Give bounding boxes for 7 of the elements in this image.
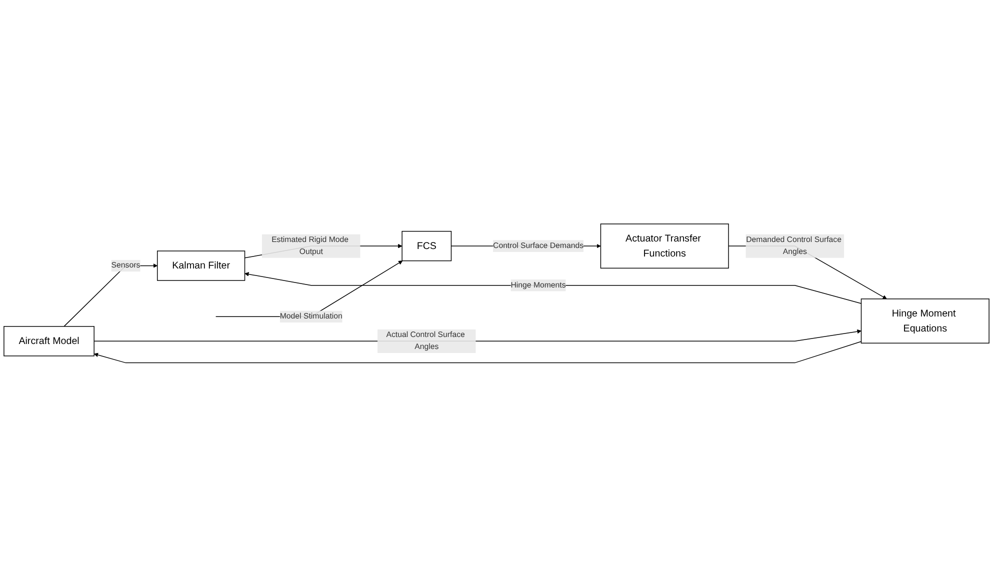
arrow (244, 272, 862, 304)
node-box: Actuator Transfer Functions (600, 223, 729, 268)
node-box: Aircraft Model (4, 326, 94, 356)
node-box: Hinge Moment Equations (860, 298, 990, 344)
arrow (94, 340, 862, 363)
node-box: Kalman Filter (156, 250, 246, 280)
node-box: FCS (402, 230, 452, 261)
